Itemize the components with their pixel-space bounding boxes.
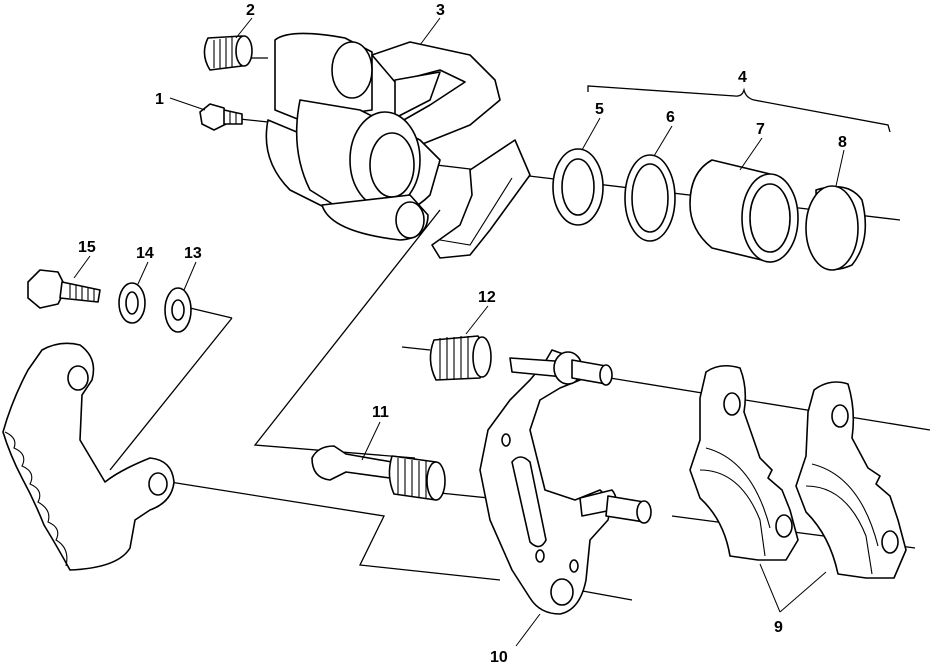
- steering-knuckle: [2, 342, 175, 571]
- callout-8: 8: [838, 134, 847, 151]
- dust-seal: [624, 154, 676, 242]
- brake-pad-outer: [795, 381, 907, 579]
- callout-12: 12: [478, 289, 496, 306]
- callout-14: 14: [136, 245, 154, 262]
- caliper-bracket: [479, 349, 652, 615]
- callout-10: 10: [490, 649, 508, 666]
- piston-seal: [552, 148, 604, 226]
- callout-4: 4: [738, 69, 747, 86]
- callout-7: 7: [756, 121, 765, 138]
- callout-5: 5: [595, 101, 604, 118]
- piston-kit-bracket: [587, 85, 891, 133]
- slide-pin: [311, 445, 446, 501]
- piston: [689, 159, 799, 263]
- callout-9: 9: [774, 619, 783, 636]
- callout-1: 1: [155, 91, 164, 108]
- callout-3: 3: [436, 2, 445, 19]
- callout-11: 11: [372, 404, 389, 421]
- callout-13: 13: [184, 245, 202, 262]
- caliper-body: [265, 32, 531, 259]
- brake-pad-inner: [689, 364, 799, 561]
- pin-boot: [429, 335, 492, 381]
- callout-numbers: 1 2 3 4 5 6 7 8 9 10 11 12 13 14 15: [78, 2, 847, 666]
- callout-2: 2: [246, 2, 255, 19]
- mounting-bolt: [27, 269, 101, 309]
- flat-washer: [164, 287, 192, 333]
- lock-washer: [118, 282, 146, 324]
- bleeder-valve: [199, 103, 243, 131]
- callout-6: 6: [666, 109, 675, 126]
- bleeder-cap: [203, 35, 253, 71]
- leader-lines: [73, 17, 845, 647]
- piston-cap: [805, 185, 867, 271]
- callout-15: 15: [78, 239, 96, 256]
